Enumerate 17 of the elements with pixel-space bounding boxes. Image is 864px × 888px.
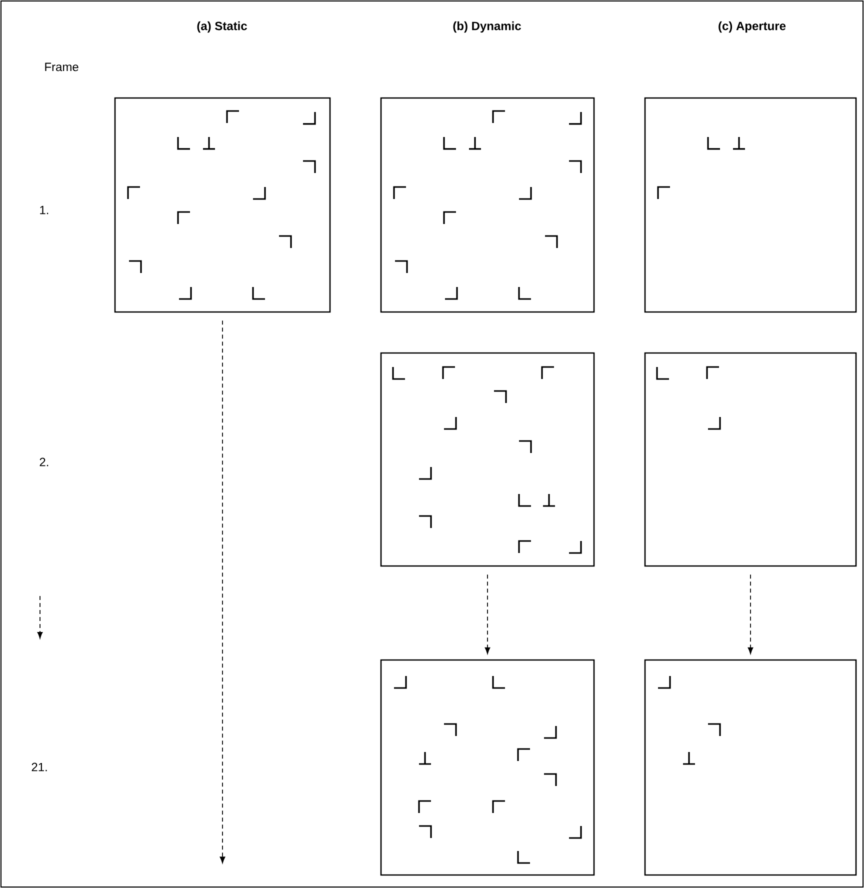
arrow: [220, 320, 226, 864]
stimulus-frame: [644, 659, 857, 876]
frame-number: 21.: [32, 762, 47, 772]
column-heading: (a) Static: [197, 21, 247, 33]
stimulus-frame: [644, 352, 857, 567]
stimulus-frame: [114, 97, 331, 313]
arrow: [748, 574, 754, 654]
column-heading: (c) Aperture: [718, 21, 786, 33]
row-heading: Frame: [45, 62, 78, 72]
frame-number: 2.: [40, 458, 48, 466]
stimulus-frame: [380, 659, 595, 876]
stimulus-frame: [644, 97, 857, 313]
stimulus-frame: [380, 352, 595, 567]
stimulus-frame: [380, 97, 595, 313]
frame-number: 1.: [40, 206, 48, 214]
arrow: [484, 574, 490, 654]
column-heading: (b) Dynamic: [453, 21, 521, 33]
